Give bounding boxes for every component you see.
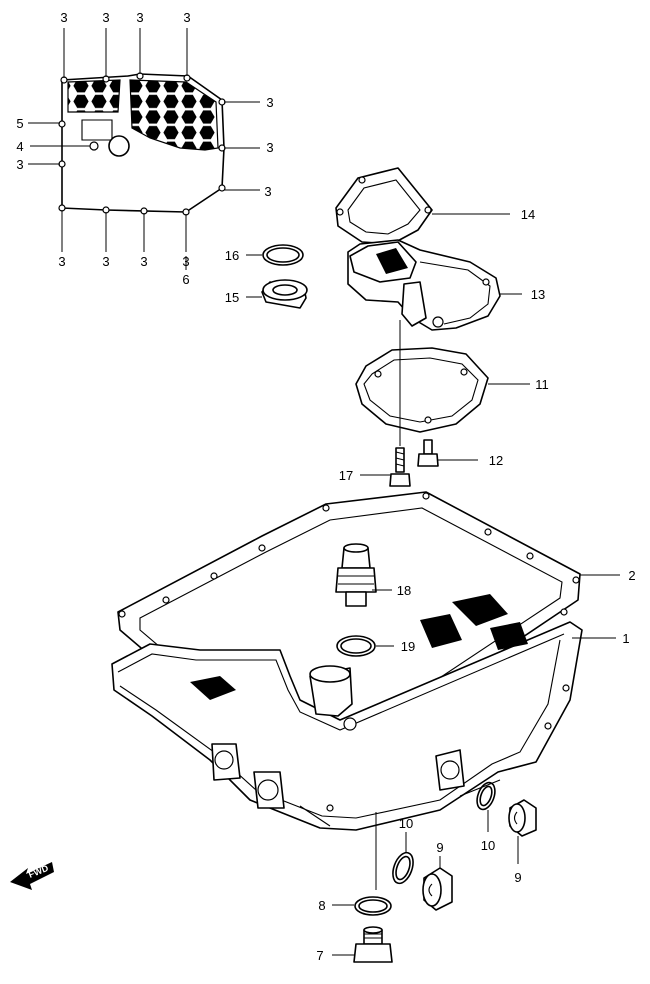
callout-3-i: 3 — [58, 254, 65, 269]
callout-18: 18 — [397, 583, 411, 598]
callout-5: 5 — [16, 116, 23, 131]
plug-9-left — [422, 867, 453, 911]
plug-9-right — [508, 799, 537, 837]
seal-washer-15 — [261, 279, 308, 309]
callout-16: 16 — [225, 248, 239, 263]
callout-13: 13 — [531, 287, 545, 302]
callout-10-b: 10 — [481, 838, 495, 853]
callout-3-h: 3 — [16, 157, 23, 172]
bolt-12 — [417, 439, 439, 467]
leader-lines — [28, 28, 620, 956]
bolt-17 — [389, 447, 411, 487]
callout-12: 12 — [489, 453, 503, 468]
callout-7: 7 — [316, 948, 323, 963]
strainer-gasket — [355, 347, 489, 433]
drain-gasket — [354, 896, 392, 916]
callout-3-c: 3 — [136, 10, 143, 25]
callout-19: 19 — [401, 639, 415, 654]
callout-14: 14 — [521, 207, 535, 222]
callout-2: 2 — [628, 568, 635, 583]
callout-1: 1 — [622, 631, 629, 646]
callout-3-g: 3 — [264, 184, 271, 199]
callout-labels: 3 3 3 3 3 3 3 3 5 4 3 3 3 3 6 14 13 11 1… — [16, 10, 635, 963]
callout-3-k: 3 — [140, 254, 147, 269]
callout-4: 4 — [16, 139, 23, 154]
fwd-arrow-icon: FWD — [10, 862, 54, 890]
oil-pressure-switch — [335, 543, 377, 607]
callout-3-j: 3 — [102, 254, 109, 269]
cover-gasket — [335, 167, 433, 245]
callout-9-b: 9 — [514, 870, 521, 885]
callout-3-e: 3 — [266, 95, 273, 110]
callout-3-d: 3 — [183, 10, 190, 25]
callout-9-a: 9 — [436, 840, 443, 855]
callout-8: 8 — [318, 898, 325, 913]
callout-3-f: 3 — [266, 140, 273, 155]
callout-6: 6 — [182, 272, 189, 287]
drain-plug — [353, 926, 393, 963]
o-ring-10-right — [476, 781, 496, 811]
callout-3-b: 3 — [102, 10, 109, 25]
callout-10-a: 10 — [399, 816, 413, 831]
strainer-plate — [58, 72, 226, 216]
o-ring-10-left — [392, 851, 414, 885]
callout-15: 15 — [225, 290, 239, 305]
callout-17: 17 — [339, 468, 353, 483]
oil-strainer-cover — [347, 239, 501, 331]
callout-11: 11 — [535, 377, 549, 392]
o-ring-19 — [336, 635, 376, 657]
callout-3-a: 3 — [60, 10, 67, 25]
filler-neck — [309, 665, 357, 731]
o-ring-16 — [262, 244, 304, 266]
callout-3-l: 3 — [182, 254, 189, 269]
